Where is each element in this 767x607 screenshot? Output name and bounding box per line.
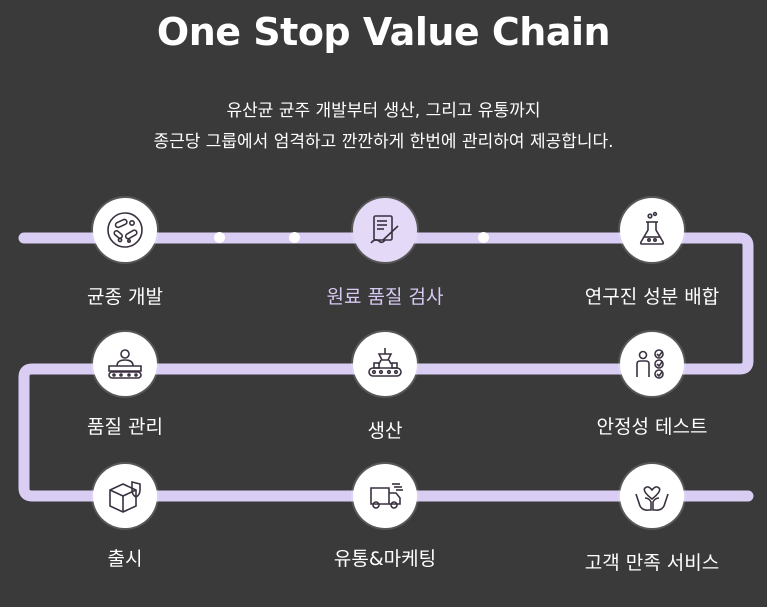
page-title: One Stop Value Chain	[156, 10, 611, 54]
delivery-truck-icon	[370, 483, 403, 509]
step-label: 출시	[107, 548, 143, 570]
step-node-customer-service[interactable]	[620, 464, 684, 528]
step-node-quality-control[interactable]	[93, 332, 157, 396]
step-label: 원료 품질 검사	[326, 286, 444, 308]
step-label: 품질 관리	[87, 416, 163, 438]
step-label: 생산	[367, 420, 403, 442]
step-node-stability-test[interactable]	[620, 332, 684, 396]
step-label: 연구진 성분 배합	[584, 286, 720, 308]
document-pen-icon	[370, 215, 399, 244]
step-node-production[interactable]	[353, 332, 417, 396]
inspector-conveyor-icon	[108, 349, 142, 379]
subtitle-line-1: 유산균 균주 개발부터 생산, 그리고 유통까지	[226, 101, 541, 121]
hands-heart-icon	[635, 486, 669, 511]
subtitle-line-2: 종근당 그룹에서 엄격하고 깐깐하게 한번에 관리하여 제공합니다.	[153, 132, 614, 152]
page-subtitle: 유산균 균주 개발부터 생산, 그리고 유통까지 종근당 그룹에서 엄격하고 깐…	[0, 96, 767, 158]
factory-conveyor-icon	[368, 348, 402, 377]
researcher-checks-icon	[636, 349, 664, 379]
track-dot	[478, 232, 489, 243]
step-node-raw-material-inspection[interactable]	[353, 198, 417, 262]
box-shield-icon	[109, 480, 141, 513]
step-node-ingredient-formulation[interactable]	[620, 198, 684, 262]
step-node-launch[interactable]	[93, 464, 157, 528]
step-label: 균종 개발	[87, 286, 163, 308]
step-label: 유통&마케팅	[333, 548, 437, 570]
step-node-strain-development[interactable]	[93, 198, 157, 262]
flask-icon	[639, 211, 665, 245]
bacteria-icon	[107, 212, 143, 248]
track-dot	[289, 232, 300, 243]
step-label: 고객 만족 서비스	[584, 552, 720, 574]
track-dot	[214, 232, 225, 243]
step-label: 안정성 테스트	[596, 416, 708, 438]
step-node-distribution-marketing[interactable]	[353, 464, 417, 528]
